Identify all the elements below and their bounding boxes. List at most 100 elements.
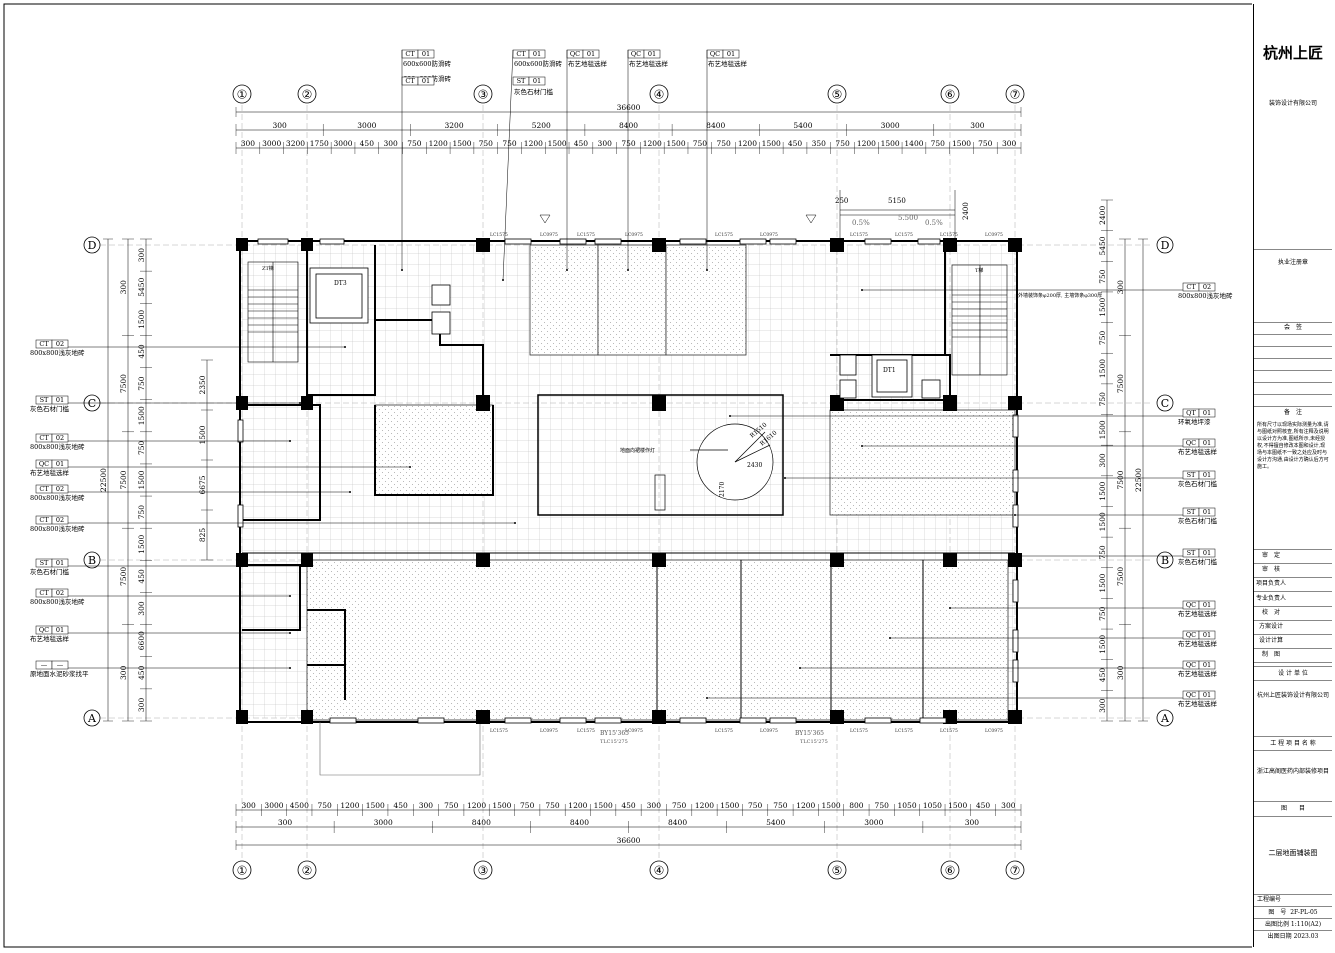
- dimension-label: 7500: [1116, 567, 1125, 586]
- dimension-label: 5450: [1098, 236, 1107, 255]
- dimension-label: 1050: [923, 801, 942, 810]
- dimension-label: 300: [1001, 801, 1016, 810]
- dimension-label: 450: [976, 801, 991, 810]
- material-note-text: 灰色石材门槛: [1178, 479, 1218, 488]
- dimension-label: 1500: [720, 801, 739, 810]
- grid-col-label: ②: [302, 864, 313, 878]
- dimension-label: 1400: [904, 139, 923, 148]
- dimension-label: 3000: [357, 121, 376, 130]
- material-code: CT: [405, 77, 415, 85]
- dimension-label: 6675: [198, 475, 207, 494]
- dimension-label: 22500: [1134, 468, 1143, 492]
- dim-2430: 2430: [747, 462, 762, 469]
- dimension-label: 1200: [429, 139, 448, 148]
- dimension-label: 300: [137, 601, 146, 616]
- material-note-text: 800x800浅灰地砖: [30, 524, 85, 533]
- dimension-label: 300: [598, 139, 613, 148]
- material-note-text: 灰色石材门槛: [514, 87, 554, 96]
- material-code: ST: [40, 559, 49, 567]
- grid-bubble-col: [232, 84, 252, 104]
- dimension-label: 6600: [137, 631, 146, 650]
- material-note-text: 800x800浅灰地砖: [1178, 291, 1233, 300]
- grid-col-label: ⑤: [832, 88, 843, 102]
- material-note-text: 环氧地坪漆: [1178, 417, 1211, 426]
- material-number: 01: [56, 559, 64, 567]
- dimension-label: 8400: [472, 818, 491, 827]
- approval-row: 设计计算: [1258, 637, 1283, 645]
- grid-bubble-col: [827, 84, 847, 104]
- grid-bubble-col: [940, 84, 960, 104]
- dimension-label: 750: [978, 139, 993, 148]
- dimension-label: 300: [241, 139, 256, 148]
- material-code: ST: [517, 77, 526, 85]
- grid-bubble-row: [1156, 394, 1174, 412]
- stairs: [247, 261, 1008, 376]
- material-code: CT: [39, 589, 49, 597]
- material-code: QC: [1186, 661, 1196, 669]
- stair-left-label: ZT梯: [262, 265, 274, 272]
- dimension-label: 300: [965, 818, 980, 827]
- dimension-label: 1200: [695, 801, 714, 810]
- material-code: CT: [39, 434, 49, 442]
- dimension-label: 750: [1098, 331, 1107, 346]
- window-code: LC1575: [715, 728, 733, 734]
- dimension-label: 750: [1098, 606, 1107, 621]
- dimension-label: 450: [137, 665, 146, 680]
- grid-col-label: ④: [654, 88, 665, 102]
- approval-row: 方案设计: [1258, 623, 1283, 630]
- material-note-text: 布艺地毯选样: [30, 468, 70, 477]
- dimension-label: 7500: [119, 470, 128, 489]
- dimension-label: 300: [383, 139, 398, 148]
- material-number: 01: [1203, 508, 1211, 516]
- dimension-label: 1500: [137, 470, 146, 489]
- dimension-label: 7500: [119, 567, 128, 586]
- stair-right-label: T梯: [975, 267, 983, 274]
- material-note-text: 灰色石材门槛: [30, 567, 70, 576]
- dimension-label: 5200: [532, 121, 551, 130]
- dimension-label: 1500: [452, 139, 471, 148]
- dimension-label: 1200: [643, 139, 662, 148]
- dimension-label: 450: [393, 801, 408, 810]
- grid-bubble-col: [297, 860, 317, 880]
- remarks-text: 所有尺寸以现场实际测量为准,请与图纸对照核查,所有注释及说明以设计方为准,图纸所…: [1257, 422, 1329, 470]
- bay-code-1: BY15'365: [600, 730, 629, 737]
- window-code: LC1575: [940, 728, 958, 734]
- dimension-label: 3000: [262, 139, 281, 148]
- project-name: 浙江高阁医药内部装修项目: [1256, 768, 1329, 775]
- dimension-label: 350: [812, 139, 827, 148]
- grid-col-label: ④: [654, 864, 665, 878]
- grid-col-label: ⑥: [945, 864, 956, 878]
- material-code: —: [41, 661, 48, 669]
- window-code: LC1575: [940, 232, 958, 238]
- dimension-label: 300: [137, 698, 146, 713]
- material-number: 01: [533, 50, 541, 58]
- material-code: QC: [631, 50, 641, 58]
- scale-label: 出图比例: [1264, 921, 1289, 928]
- material-note-text: 布艺地毯选样: [1178, 639, 1218, 648]
- material-number: 02: [1203, 283, 1211, 291]
- window-code: LC1575: [715, 232, 733, 238]
- dim-2170: 2170: [719, 482, 726, 497]
- dimension-label: 1500: [137, 406, 146, 425]
- dimension-label: 1500: [1098, 420, 1107, 439]
- material-note-text: 布艺地毯选样: [1178, 447, 1218, 456]
- window-code: LC1575: [577, 232, 595, 238]
- grid-row-label: D: [88, 239, 97, 252]
- window-code: LC0975: [625, 232, 643, 238]
- dimension-label: 750: [137, 376, 146, 391]
- dimension-label: 300: [1002, 139, 1017, 148]
- issue-date-value: 2023.03: [1293, 933, 1319, 940]
- dimension-label: 300: [970, 121, 985, 130]
- scale: 出图比例 1:110(A2): [1254, 921, 1332, 929]
- material-note-text: 800x800浅灰地砖: [30, 442, 85, 451]
- material-code: QC: [570, 50, 580, 58]
- dimension-label: 750: [621, 139, 636, 148]
- dimension-label: 750: [1098, 269, 1107, 284]
- drawing-title: 二层地面铺装图: [1268, 849, 1318, 857]
- dimension-label: 300: [1116, 280, 1125, 295]
- dimension-label: 1500: [762, 139, 781, 148]
- slope-1: 0.5%: [852, 219, 870, 227]
- dimension-label: 1200: [796, 801, 815, 810]
